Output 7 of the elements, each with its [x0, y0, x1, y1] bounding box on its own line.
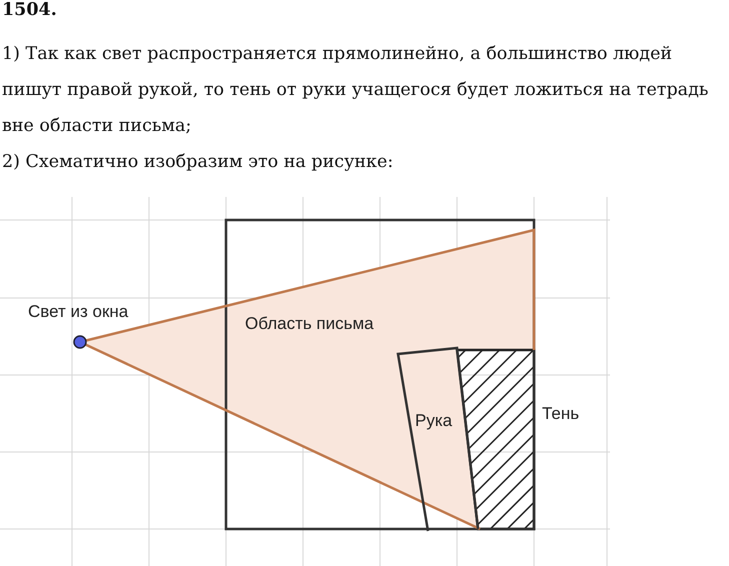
paragraph: 1) Так как свет распространяется прямолинейно, а большинство людей пишут правой рукой, то тень от руки учащегося будет ложиться на тетрадь вне области письма;	[2, 43, 710, 138]
light-source-label: Свет из окна	[28, 302, 128, 322]
problem-number: 1504.	[2, 0, 57, 22]
hand-label: Рука	[415, 411, 452, 431]
shadow-label: Тень	[542, 404, 580, 424]
writing-area-label: Область письма	[245, 314, 374, 334]
paragraph: 2) Схематично изобразим это на рисунке:	[2, 151, 394, 174]
